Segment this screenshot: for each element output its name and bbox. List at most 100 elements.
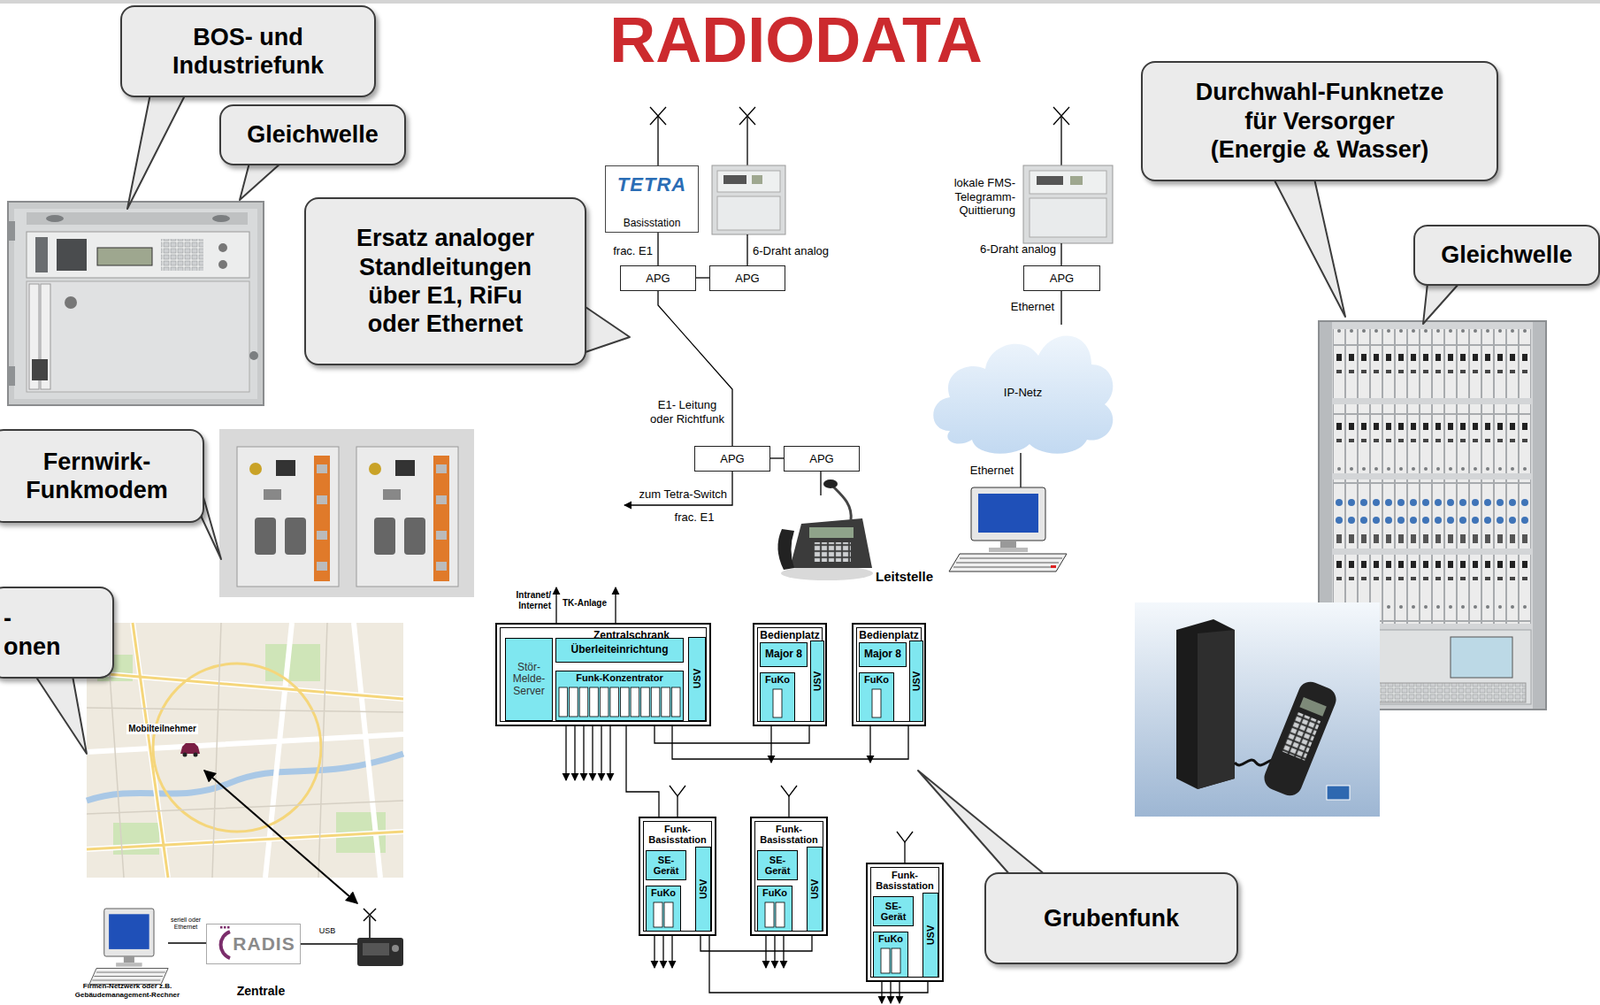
annotation-label: Firmen-Netzwerk oder z.B. Gebäudemanagem…: [65, 981, 190, 999]
mobile-radio-icon: [362, 942, 390, 956]
wire: [671, 935, 673, 968]
radio-modem-photo: [284, 517, 307, 555]
city-map: [265, 643, 321, 682]
connector: [654, 726, 810, 743]
connector-label-wrap: Ethernet: [990, 299, 1055, 314]
node-label: Durchwahl-Funknetze für Versorger (Energ…: [1194, 77, 1446, 164]
base-station-photo: [711, 165, 786, 235]
connector-label-wrap: E1- Leitung oder Richtfunk: [649, 398, 726, 426]
annotation-label: Mobilteilnehmer: [126, 723, 199, 735]
radio-rack-photo: [7, 201, 264, 406]
node-label: Gleichwelle: [1427, 240, 1586, 269]
antenna-symbol: [739, 107, 756, 125]
module-box: USV: [695, 846, 712, 932]
connector: [700, 935, 812, 951]
callout-tail: [35, 93, 1460, 875]
card-slot: [661, 687, 671, 717]
city-map: [153, 663, 322, 832]
callout-bubble: Durchwahl-Funknetze für Versorger (Energ…: [1140, 61, 1499, 182]
wire: [869, 726, 871, 763]
station-antenna-symbol: [780, 785, 797, 797]
computer-icon: [949, 553, 1067, 572]
radio-modem-photo: [316, 561, 328, 571]
module-box: USV: [806, 846, 823, 932]
module-box: Überleiteinrichtung: [555, 637, 684, 663]
computer-icon: [978, 493, 1039, 533]
callout-tail: [580, 305, 630, 354]
desk-phone-photo: [833, 486, 851, 521]
node-label: FuKo: [647, 887, 680, 898]
city-map: [86, 622, 404, 878]
card-slot: [641, 687, 651, 717]
radio-modem-photo: [374, 517, 396, 555]
top-bar: [0, 0, 1600, 4]
node-label: APG: [1024, 271, 1100, 285]
card-slot: [610, 687, 620, 717]
callout-bubble: BOS- und Industriefunk: [120, 5, 376, 98]
wire: [1060, 243, 1062, 266]
callout-tail: [1423, 283, 1460, 324]
node-label: APG: [695, 451, 770, 466]
antenna-symbol: [1053, 107, 1070, 125]
callout-bubble: Gleichwelle: [219, 104, 406, 166]
base-station-photo: [1023, 165, 1113, 244]
connector: [770, 457, 784, 459]
callout-tail: [239, 162, 282, 200]
wire: [746, 234, 748, 266]
module-box: USV: [688, 636, 706, 721]
node-label: USV: [697, 879, 709, 900]
radio-rack-photo: [14, 208, 258, 399]
connector: [1060, 290, 1062, 325]
wire: [600, 726, 602, 781]
radio-rack-photo: [31, 359, 48, 381]
device-box: APG: [709, 265, 786, 291]
radio-modem-photo: [316, 495, 328, 505]
computer-icon: [971, 487, 1046, 541]
node-label: Zentralschrank: [553, 629, 710, 642]
antenna-symbol: [739, 107, 756, 125]
rack-photo: [1366, 682, 1526, 703]
antenna-symbol: [1053, 107, 1070, 125]
base-station-photo: [723, 175, 747, 184]
annotation-label-wrap: zum Tetra-Switch: [626, 487, 728, 502]
annotation-label: TK-Anlage: [558, 597, 611, 609]
antenna-symbol: [650, 107, 667, 125]
node-label: APG: [784, 451, 859, 466]
node-label: APG: [710, 271, 785, 285]
node-label: Bedienplatz: [853, 629, 925, 642]
card-slot: [891, 948, 901, 973]
annotation-label: lokale FMS- Telegramm- Quittierung: [935, 176, 1016, 218]
desk-phone-photo: [813, 542, 851, 562]
wire: [624, 471, 733, 506]
base-station-photo: [751, 175, 763, 184]
radio-modem-photo: [313, 455, 330, 582]
handset-photo: [1299, 696, 1326, 717]
annotation-label: Ethernet: [949, 463, 1014, 478]
connector-label: Ethernet: [990, 299, 1055, 314]
card-slots: [762, 687, 793, 720]
mobile-radio-icon: [363, 908, 376, 921]
rack-photo: [1332, 479, 1532, 549]
radio-modem-photo: [382, 489, 401, 500]
node-label: Stör- Melde- Server: [506, 661, 552, 697]
mobile-radio-icon: [363, 908, 376, 921]
annotation-label: seriell oder Ethernet: [165, 916, 207, 932]
radio-modem-photo: [436, 561, 447, 571]
serial-cable: [168, 941, 207, 943]
city-map: [180, 742, 200, 754]
desk-phone-photo: [823, 479, 838, 489]
computer-icon: [115, 962, 142, 967]
radio-rack-photo: [249, 351, 259, 360]
radio-modem-photo: [404, 517, 426, 555]
logo-box: RADIS: [206, 923, 301, 965]
desk-phone-photo: [780, 566, 873, 581]
node-label: TETRA: [607, 173, 697, 197]
radio-modem-photo: [249, 462, 262, 475]
module-box: FuKo: [757, 885, 793, 932]
computer-icon: [123, 956, 135, 963]
card-slot: [579, 687, 589, 717]
station-antenna-symbol: [676, 796, 678, 817]
cabinet-box: Funk- BasisstationSE- GerätFuKoUSV: [750, 816, 828, 936]
annotation-label-wrap: Leitstelle: [875, 568, 965, 585]
